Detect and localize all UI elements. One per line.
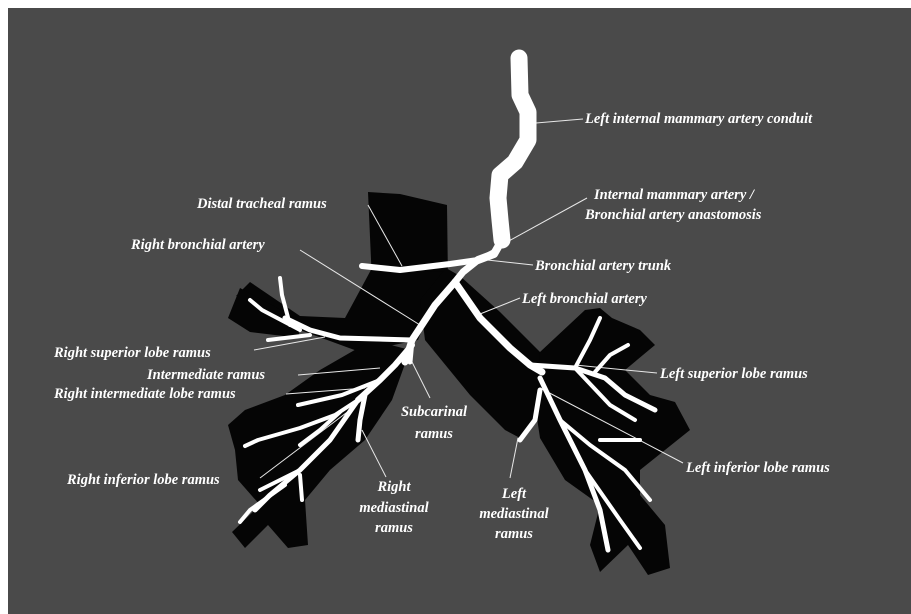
- subcarinal-vessel: [410, 340, 412, 362]
- leader-right-mediastinal: [362, 430, 386, 477]
- label-anastomosis-line1: Internal mammary artery /: [594, 186, 754, 204]
- label-left-mediastinal-line1: Left: [466, 485, 562, 503]
- label-lima-conduit: Left internal mammary artery conduit: [585, 110, 812, 128]
- lima-conduit-vessel: [498, 58, 528, 240]
- label-left-mediastinal-line3: ramus: [466, 525, 562, 543]
- label-left-superior-lobe: Left superior lobe ramus: [660, 365, 808, 383]
- label-left-inferior-lobe: Left inferior lobe ramus: [686, 459, 830, 477]
- label-subcarinal-line1: Subcarinal: [394, 403, 474, 421]
- label-right-mediastinal-line2: mediastinal: [346, 499, 442, 517]
- label-bronchial-trunk: Bronchial artery trunk: [535, 257, 671, 275]
- label-subcarinal-line2: ramus: [394, 425, 474, 443]
- label-anastomosis-line2: Bronchial artery anastomosis: [585, 206, 761, 224]
- label-right-superior-lobe: Right superior lobe ramus: [54, 344, 211, 362]
- leader-subcarinal: [412, 362, 430, 398]
- label-right-mediastinal-line3: ramus: [346, 519, 442, 537]
- label-right-bronchial: Right bronchial artery: [131, 236, 265, 254]
- label-left-mediastinal-line2: mediastinal: [466, 505, 562, 523]
- leader-left-mediastinal: [510, 438, 518, 478]
- label-left-bronchial: Left bronchial artery: [522, 290, 647, 308]
- label-distal-tracheal: Distal tracheal ramus: [197, 195, 327, 213]
- label-right-inferior-lobe: Right inferior lobe ramus: [67, 471, 220, 489]
- label-intermediate: Intermediate ramus: [147, 366, 265, 384]
- label-right-mediastinal-line1: Right: [346, 478, 442, 496]
- label-right-intermediate-lobe: Right intermediate lobe ramus: [54, 385, 236, 403]
- anastomosis-vessel: [478, 240, 502, 260]
- leader-lima: [536, 119, 583, 123]
